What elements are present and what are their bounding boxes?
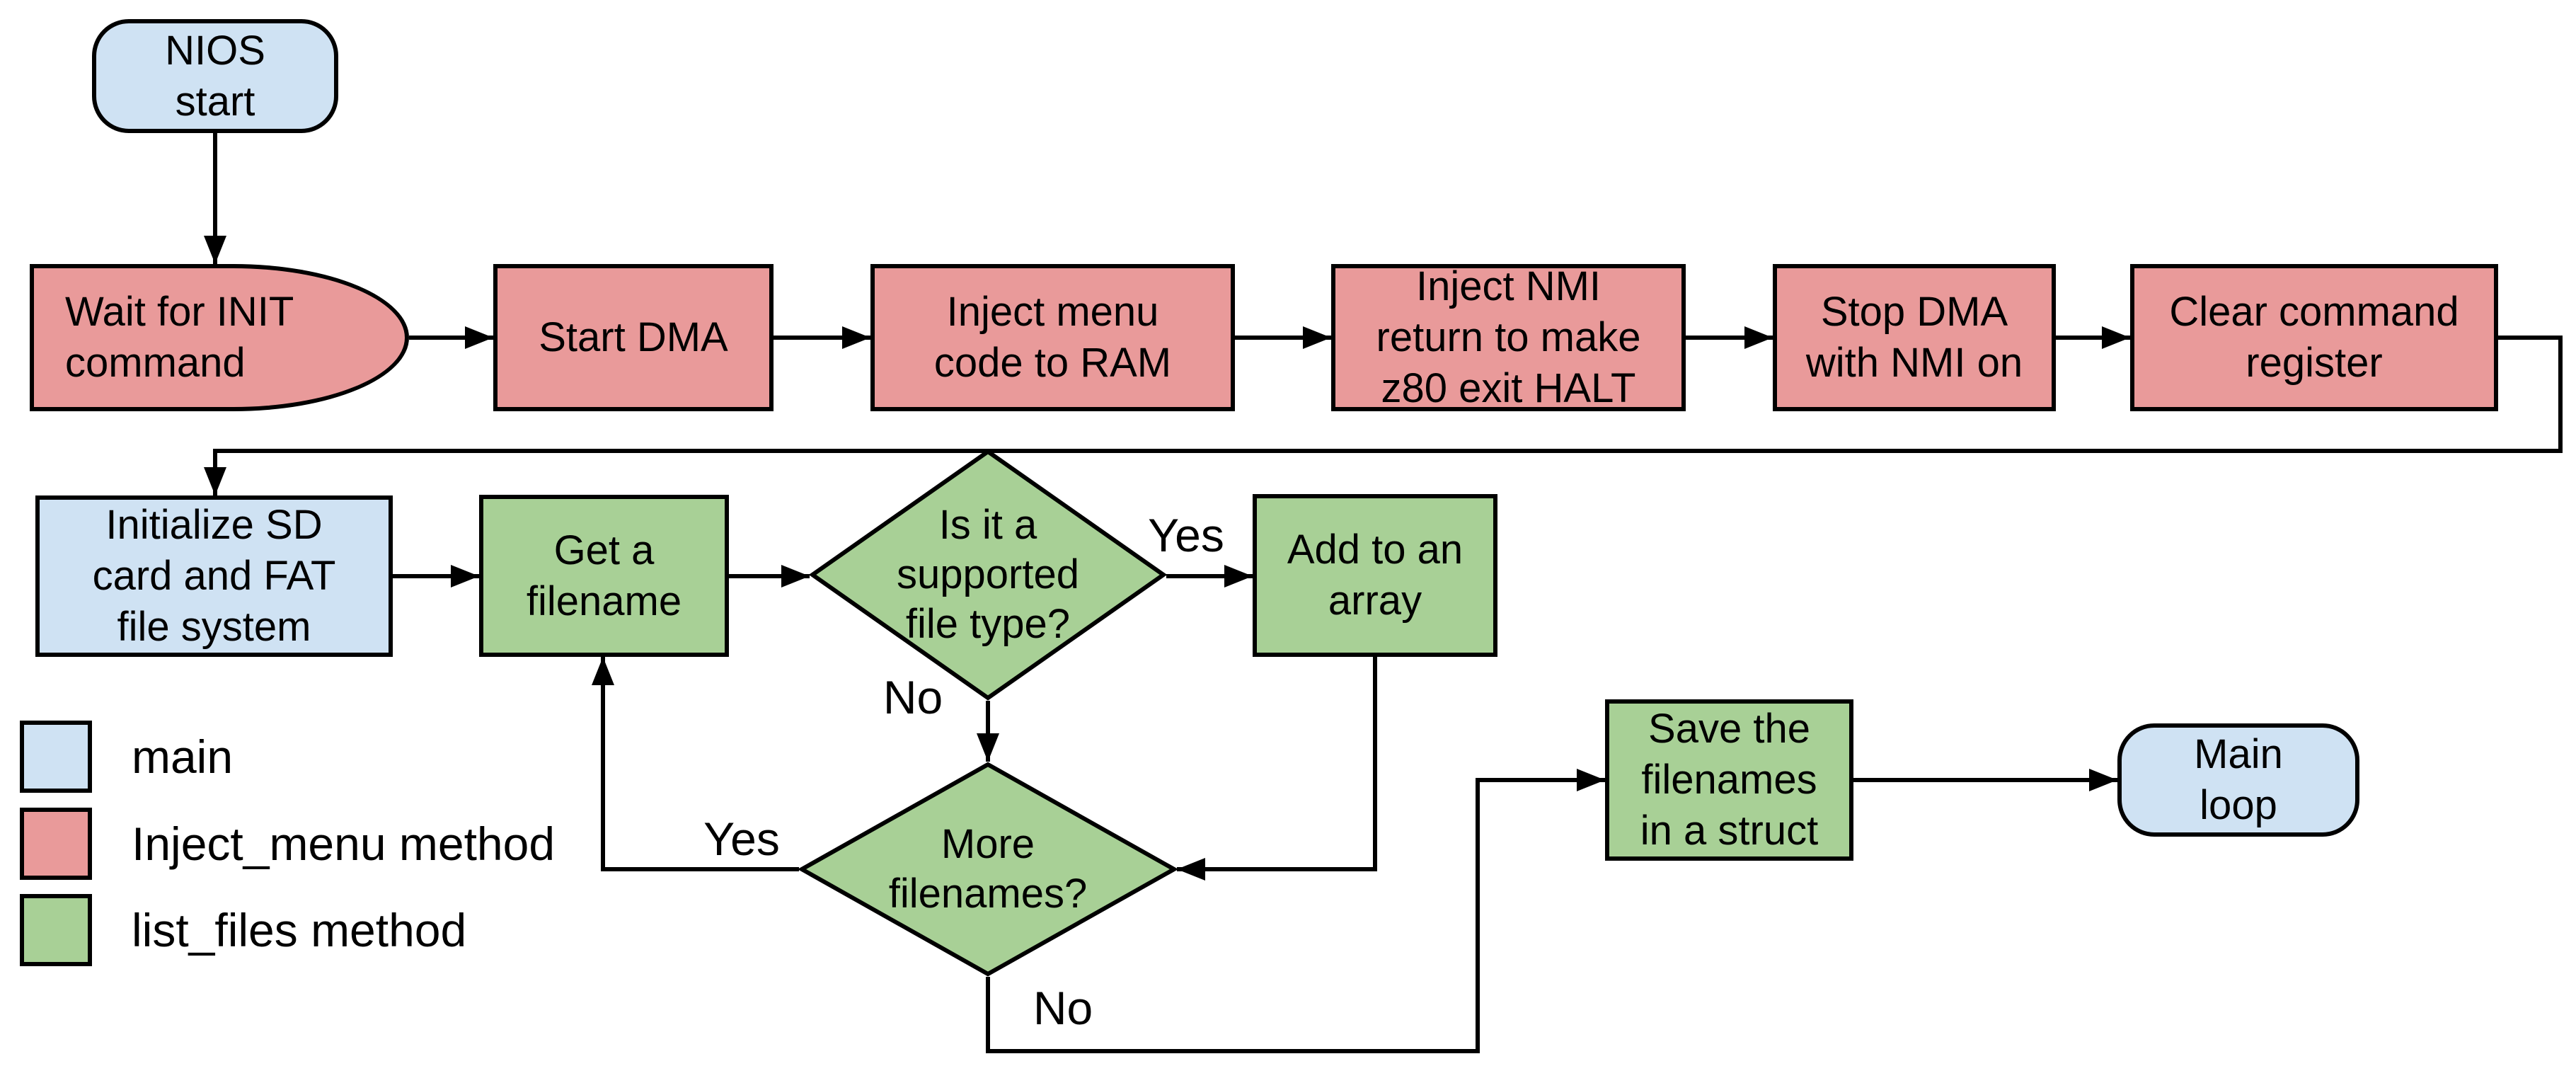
node-start-dma-label: Start DMA [539, 314, 728, 360]
node-main-loop-label: Main loop [2194, 731, 2283, 828]
legend-swatch-inject-menu [20, 808, 92, 880]
node-main-loop: Main loop [2117, 723, 2359, 837]
node-save-struct: Save the filenames in a struct [1605, 699, 1853, 861]
node-init-sd: Initialize SD card and FAT file system [35, 495, 393, 657]
legend-label-list-files: list_files method [132, 904, 467, 956]
node-inject-menu-code: Inject menu code to RAM [870, 264, 1235, 411]
legend-label-inject-menu: Inject_menu method [132, 818, 556, 870]
decision-diamond-shape [808, 449, 1168, 701]
legend-swatch-main [20, 721, 92, 793]
node-wait-init-label: Wait for INIT command [65, 289, 294, 386]
node-save-struct-label: Save the filenames in a struct [1640, 706, 1819, 854]
node-get-filename: Get a filename [479, 495, 729, 657]
node-inject-nmi-label: Inject NMI return to make z80 exit HALT [1376, 263, 1641, 411]
node-wait-init: Wait for INIT command [30, 264, 409, 411]
node-clear-register-label: Clear command register [2169, 289, 2459, 386]
node-supported-type-label: Is it a supported file type? [897, 502, 1079, 647]
edge-label-more-yes: Yes [703, 813, 780, 865]
legend-label-main: main [132, 730, 234, 783]
node-nios-start-label: NIOS start [165, 27, 265, 125]
node-get-filename-label: Get a filename [526, 527, 682, 624]
node-stop-dma-label: Stop DMA with NMI on [1805, 289, 2023, 386]
node-init-sd-label: Initialize SD card and FAT file system [92, 502, 336, 650]
edge-label-supported-no: No [882, 671, 943, 723]
node-inject-menu-code-label: Inject menu code to RAM [933, 289, 1172, 386]
edge-add-to-more [1177, 657, 1377, 881]
node-more-filenames-label: More filenames? [888, 821, 1088, 917]
node-add-array: Add to an array [1253, 494, 1497, 657]
node-clear-register: Clear command register [2130, 264, 2498, 411]
edge-more-yes-to-getname [592, 657, 799, 871]
node-start-dma: Start DMA [493, 264, 774, 411]
node-more-filenames-decision: More filenames? [797, 762, 1179, 977]
edge-label-supported-yes: Yes [1148, 509, 1224, 561]
node-inject-nmi: Inject NMI return to make z80 exit HALT [1331, 263, 1686, 411]
edge-label-more-no: No [1033, 982, 1093, 1034]
legend-swatch-list-files [20, 894, 92, 966]
node-stop-dma: Stop DMA with NMI on [1773, 264, 2056, 411]
node-add-array-label: Add to an array [1287, 527, 1464, 624]
node-nios-start: NIOS start [92, 19, 338, 133]
edge-clear-to-initsd [204, 336, 2563, 495]
edge-more-no-to-save [986, 769, 1605, 1053]
node-supported-type-decision: Is it a supported file type? [808, 449, 1168, 701]
decision-diamond-shape [797, 762, 1179, 977]
